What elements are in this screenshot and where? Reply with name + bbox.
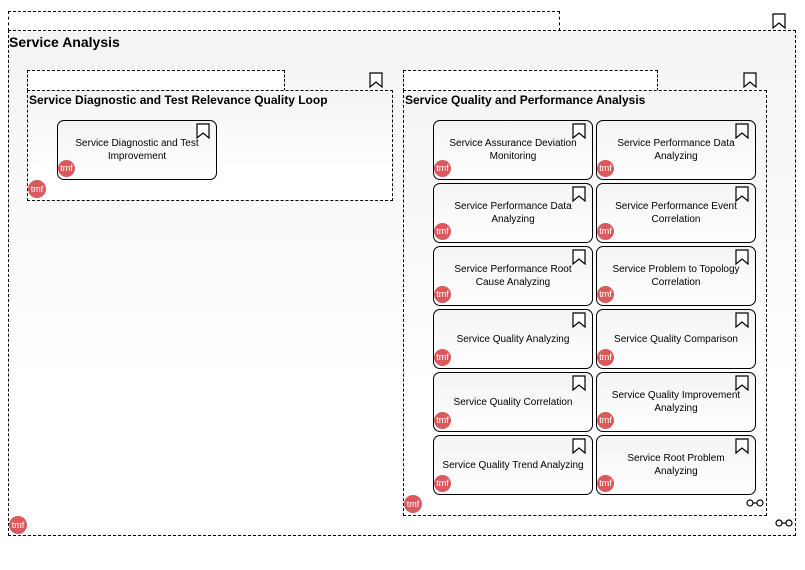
tmf-logo-icon: tmf — [434, 160, 451, 177]
capability-card[interactable]: Service Diagnostic and Test Improvement … — [57, 120, 217, 180]
capability-label: Service Performance Data Analyzing — [617, 138, 735, 162]
bookmark-icon — [572, 438, 586, 454]
bookmark-icon — [572, 186, 586, 202]
bookmark-icon — [735, 186, 749, 202]
capability-card[interactable]: Service Performance Event Correlation tm… — [596, 183, 756, 243]
bookmark-icon — [735, 249, 749, 265]
diagnostic-group-title: Service Diagnostic and Test Relevance Qu… — [29, 93, 328, 107]
tmf-logo-icon: tmf — [9, 516, 27, 534]
capability-card[interactable]: Service Quality Analyzing tmf — [433, 309, 593, 369]
tmf-logo-icon: tmf — [597, 412, 614, 429]
tmf-logo-icon: tmf — [597, 223, 614, 240]
capability-label: Service Quality Analyzing — [456, 333, 570, 345]
bookmark-icon — [743, 72, 757, 88]
tmf-logo-icon: tmf — [434, 412, 451, 429]
bookmark-icon — [772, 13, 786, 29]
capability-label: Service Quality Comparison — [614, 333, 738, 345]
chain-link-icon — [775, 519, 793, 527]
bookmark-icon — [735, 123, 749, 139]
service-analysis-title: Service Analysis — [9, 34, 120, 50]
quality-group-tab — [403, 70, 658, 91]
capability-label: Service Performance Event Correlation — [615, 201, 737, 225]
capability-label: Service Assurance Deviation Monitoring — [449, 138, 577, 162]
bookmark-icon — [572, 375, 586, 391]
capability-label: Service Performance Data Analyzing — [454, 201, 572, 225]
tmf-logo-icon: tmf — [597, 475, 614, 492]
capability-card[interactable]: Service Quality Improvement Analyzing tm… — [596, 372, 756, 432]
bookmark-icon — [196, 123, 210, 139]
capability-card[interactable]: Service Performance Root Cause Analyzing… — [433, 246, 593, 306]
capability-label: Service Root Problem Analyzing — [627, 453, 725, 477]
tmf-logo-icon: tmf — [58, 160, 75, 177]
tmf-logo-icon: tmf — [434, 286, 451, 303]
capability-card[interactable]: Service Problem to Topology Correlation … — [596, 246, 756, 306]
tmf-logo-icon: tmf — [597, 286, 614, 303]
service-analysis-tab — [8, 11, 560, 31]
tmf-logo-icon: tmf — [597, 349, 614, 366]
quality-group-title: Service Quality and Performance Analysis — [405, 93, 646, 107]
capability-label: Service Problem to Topology Correlation — [612, 264, 740, 288]
capability-card[interactable]: Service Root Problem Analyzing tmf — [596, 435, 756, 495]
bookmark-icon — [735, 438, 749, 454]
tmf-logo-icon: tmf — [404, 495, 422, 513]
capability-card[interactable]: Service Quality Comparison tmf — [596, 309, 756, 369]
capability-label: Service Performance Root Cause Analyzing — [454, 264, 572, 288]
capability-label: Service Quality Improvement Analyzing — [611, 390, 741, 414]
capability-label: Service Quality Trend Analyzing — [442, 459, 584, 471]
capability-card[interactable]: Service Performance Data Analyzing tmf — [433, 183, 593, 243]
capability-card[interactable]: Service Performance Data Analyzing tmf — [596, 120, 756, 180]
capability-card[interactable]: Service Quality Correlation tmf — [433, 372, 593, 432]
capability-card[interactable]: Service Quality Trend Analyzing tmf — [433, 435, 593, 495]
capability-card[interactable]: Service Assurance Deviation Monitoring t… — [433, 120, 593, 180]
tmf-logo-icon: tmf — [434, 475, 451, 492]
tmf-logo-icon: tmf — [597, 160, 614, 177]
tmf-logo-icon: tmf — [434, 223, 451, 240]
capability-label: Service Quality Correlation — [453, 396, 573, 408]
chain-link-icon — [746, 499, 764, 507]
tmf-logo-icon: tmf — [28, 180, 46, 198]
bookmark-icon — [735, 312, 749, 328]
bookmark-icon — [369, 72, 383, 88]
bookmark-icon — [735, 375, 749, 391]
bookmark-icon — [572, 123, 586, 139]
bookmark-icon — [572, 249, 586, 265]
tmf-logo-icon: tmf — [434, 349, 451, 366]
capability-label: Service Diagnostic and Test Improvement — [75, 138, 199, 162]
diagnostic-group-tab — [27, 70, 285, 91]
bookmark-icon — [572, 312, 586, 328]
